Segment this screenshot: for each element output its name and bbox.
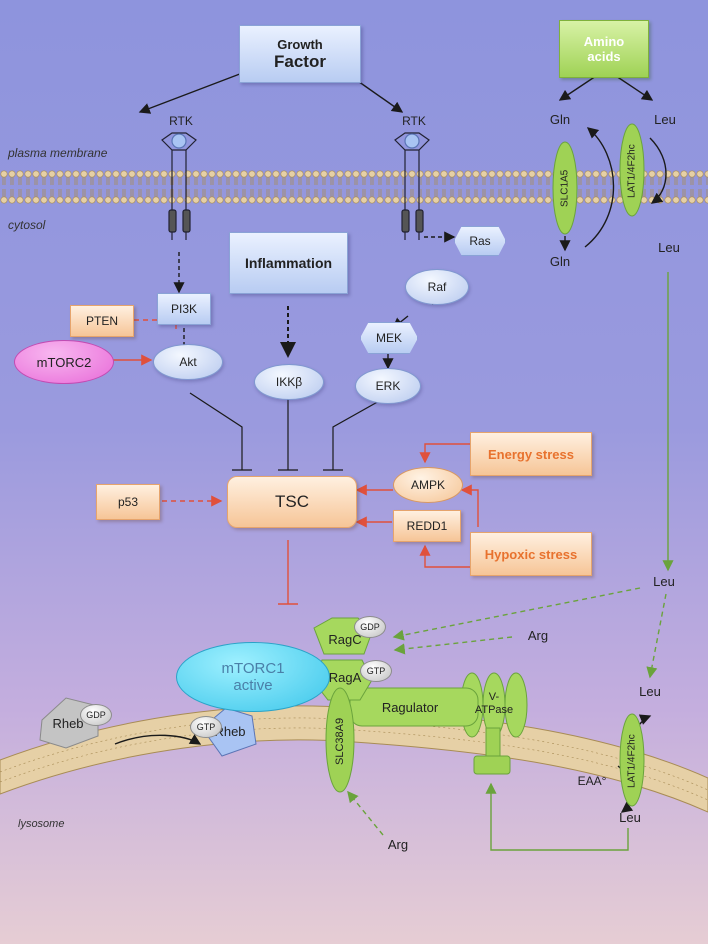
red-arrows <box>112 354 479 605</box>
rtk-left-receptor <box>161 132 197 240</box>
gln-bottom-label: Gln <box>549 254 571 269</box>
leu-top-label: Leu <box>654 112 676 127</box>
hypoxic-stress-box: Hypoxic stress <box>470 532 592 576</box>
leu-out-label: Leu <box>658 240 680 255</box>
v-atpase-label: V- ATPase <box>470 686 518 722</box>
pi3k-node: PI3K <box>157 293 211 325</box>
lat1-bottom-shape <box>619 713 645 807</box>
growth-factor-box: Growth Factor <box>239 25 361 83</box>
gdp-ragc-pill: GDP <box>354 616 386 638</box>
gln-top-label: Gln <box>549 112 571 127</box>
slc38a9-label: SLC38A9 <box>334 717 346 765</box>
lysosome-label: lysosome <box>18 818 65 830</box>
leu-lyso-bottom-label: Leu <box>619 810 641 825</box>
tsc-node: TSC <box>227 476 357 528</box>
mtorc1-active-node: mTORC1 active <box>176 642 330 712</box>
amino-flow-arrows <box>485 272 674 851</box>
pten-node: PTEN <box>70 305 134 337</box>
v-atpase-line1: V- <box>488 691 500 704</box>
plasma-membrane-label: plasma membrane <box>8 146 108 160</box>
ampk-node: AMPK <box>393 467 463 503</box>
amino-dashed-arrows <box>347 587 667 836</box>
akt-node: Akt <box>153 344 223 380</box>
gdp-rheb-pill: GDP <box>80 704 112 726</box>
red-dashed-arrows <box>134 311 223 507</box>
mtorc1-line1: mTORC1 <box>221 660 285 677</box>
energy-stress-box: Energy stress <box>470 432 592 476</box>
ragulator-label: Ragulator <box>381 699 439 715</box>
rtk-right-receptor <box>394 132 430 240</box>
ikkb-node: IKKβ <box>254 364 324 400</box>
amino-acids-line2: acids <box>587 49 621 64</box>
ras-node: Ras <box>454 226 506 256</box>
amino-acids-box: Amino acids <box>559 20 649 78</box>
inhibition-to-tsc <box>189 392 389 471</box>
cytosol-label: cytosol <box>8 218 46 232</box>
gtp-raga-pill: GTP <box>360 660 392 682</box>
slc38a9-shape <box>325 687 355 793</box>
leu-lyso-label: Leu <box>639 684 661 699</box>
erk-node: ERK <box>355 368 421 404</box>
arg-bottom-label: Arg <box>387 837 409 852</box>
rtk-right-label: RTK <box>402 114 426 128</box>
growth-factor-line2: Factor <box>274 51 326 71</box>
redd1-node: REDD1 <box>393 510 461 542</box>
growth-factor-line1: Growth <box>277 36 323 52</box>
mtorc2-node: mTORC2 <box>14 340 114 384</box>
lat1-bottom-label: LAT1/4F2hc <box>626 734 638 788</box>
lat1-top-transporter <box>619 123 645 217</box>
ragc-label: RagC <box>328 631 362 647</box>
gtp-rheb-pill: GTP <box>190 716 222 738</box>
amino-acids-line1: Amino <box>583 34 625 49</box>
slc1a5-label: SLC1A5 <box>559 169 571 207</box>
raga-label: RagA <box>328 669 362 685</box>
mek-node: MEK <box>360 322 418 354</box>
lat1-top-label: LAT1/4F2hc <box>626 144 638 198</box>
inflammation-box: Inflammation <box>229 232 348 294</box>
mtorc1-line2: active <box>233 677 273 694</box>
p53-node: p53 <box>96 484 160 520</box>
rheb-active-label: Rheb <box>214 723 246 739</box>
v-atpase-line2: ATPase <box>474 704 514 716</box>
leu-mid-label: Leu <box>653 574 675 589</box>
rheb-inactive-label: Rheb <box>52 715 84 731</box>
slc1a5-transporter <box>552 141 578 235</box>
raf-node: Raf <box>405 269 469 305</box>
rtk-left-label: RTK <box>169 114 193 128</box>
plasma-membrane <box>0 170 708 204</box>
eaa-label: EAA° <box>577 774 607 788</box>
arg-mid-label: Arg <box>527 628 549 643</box>
